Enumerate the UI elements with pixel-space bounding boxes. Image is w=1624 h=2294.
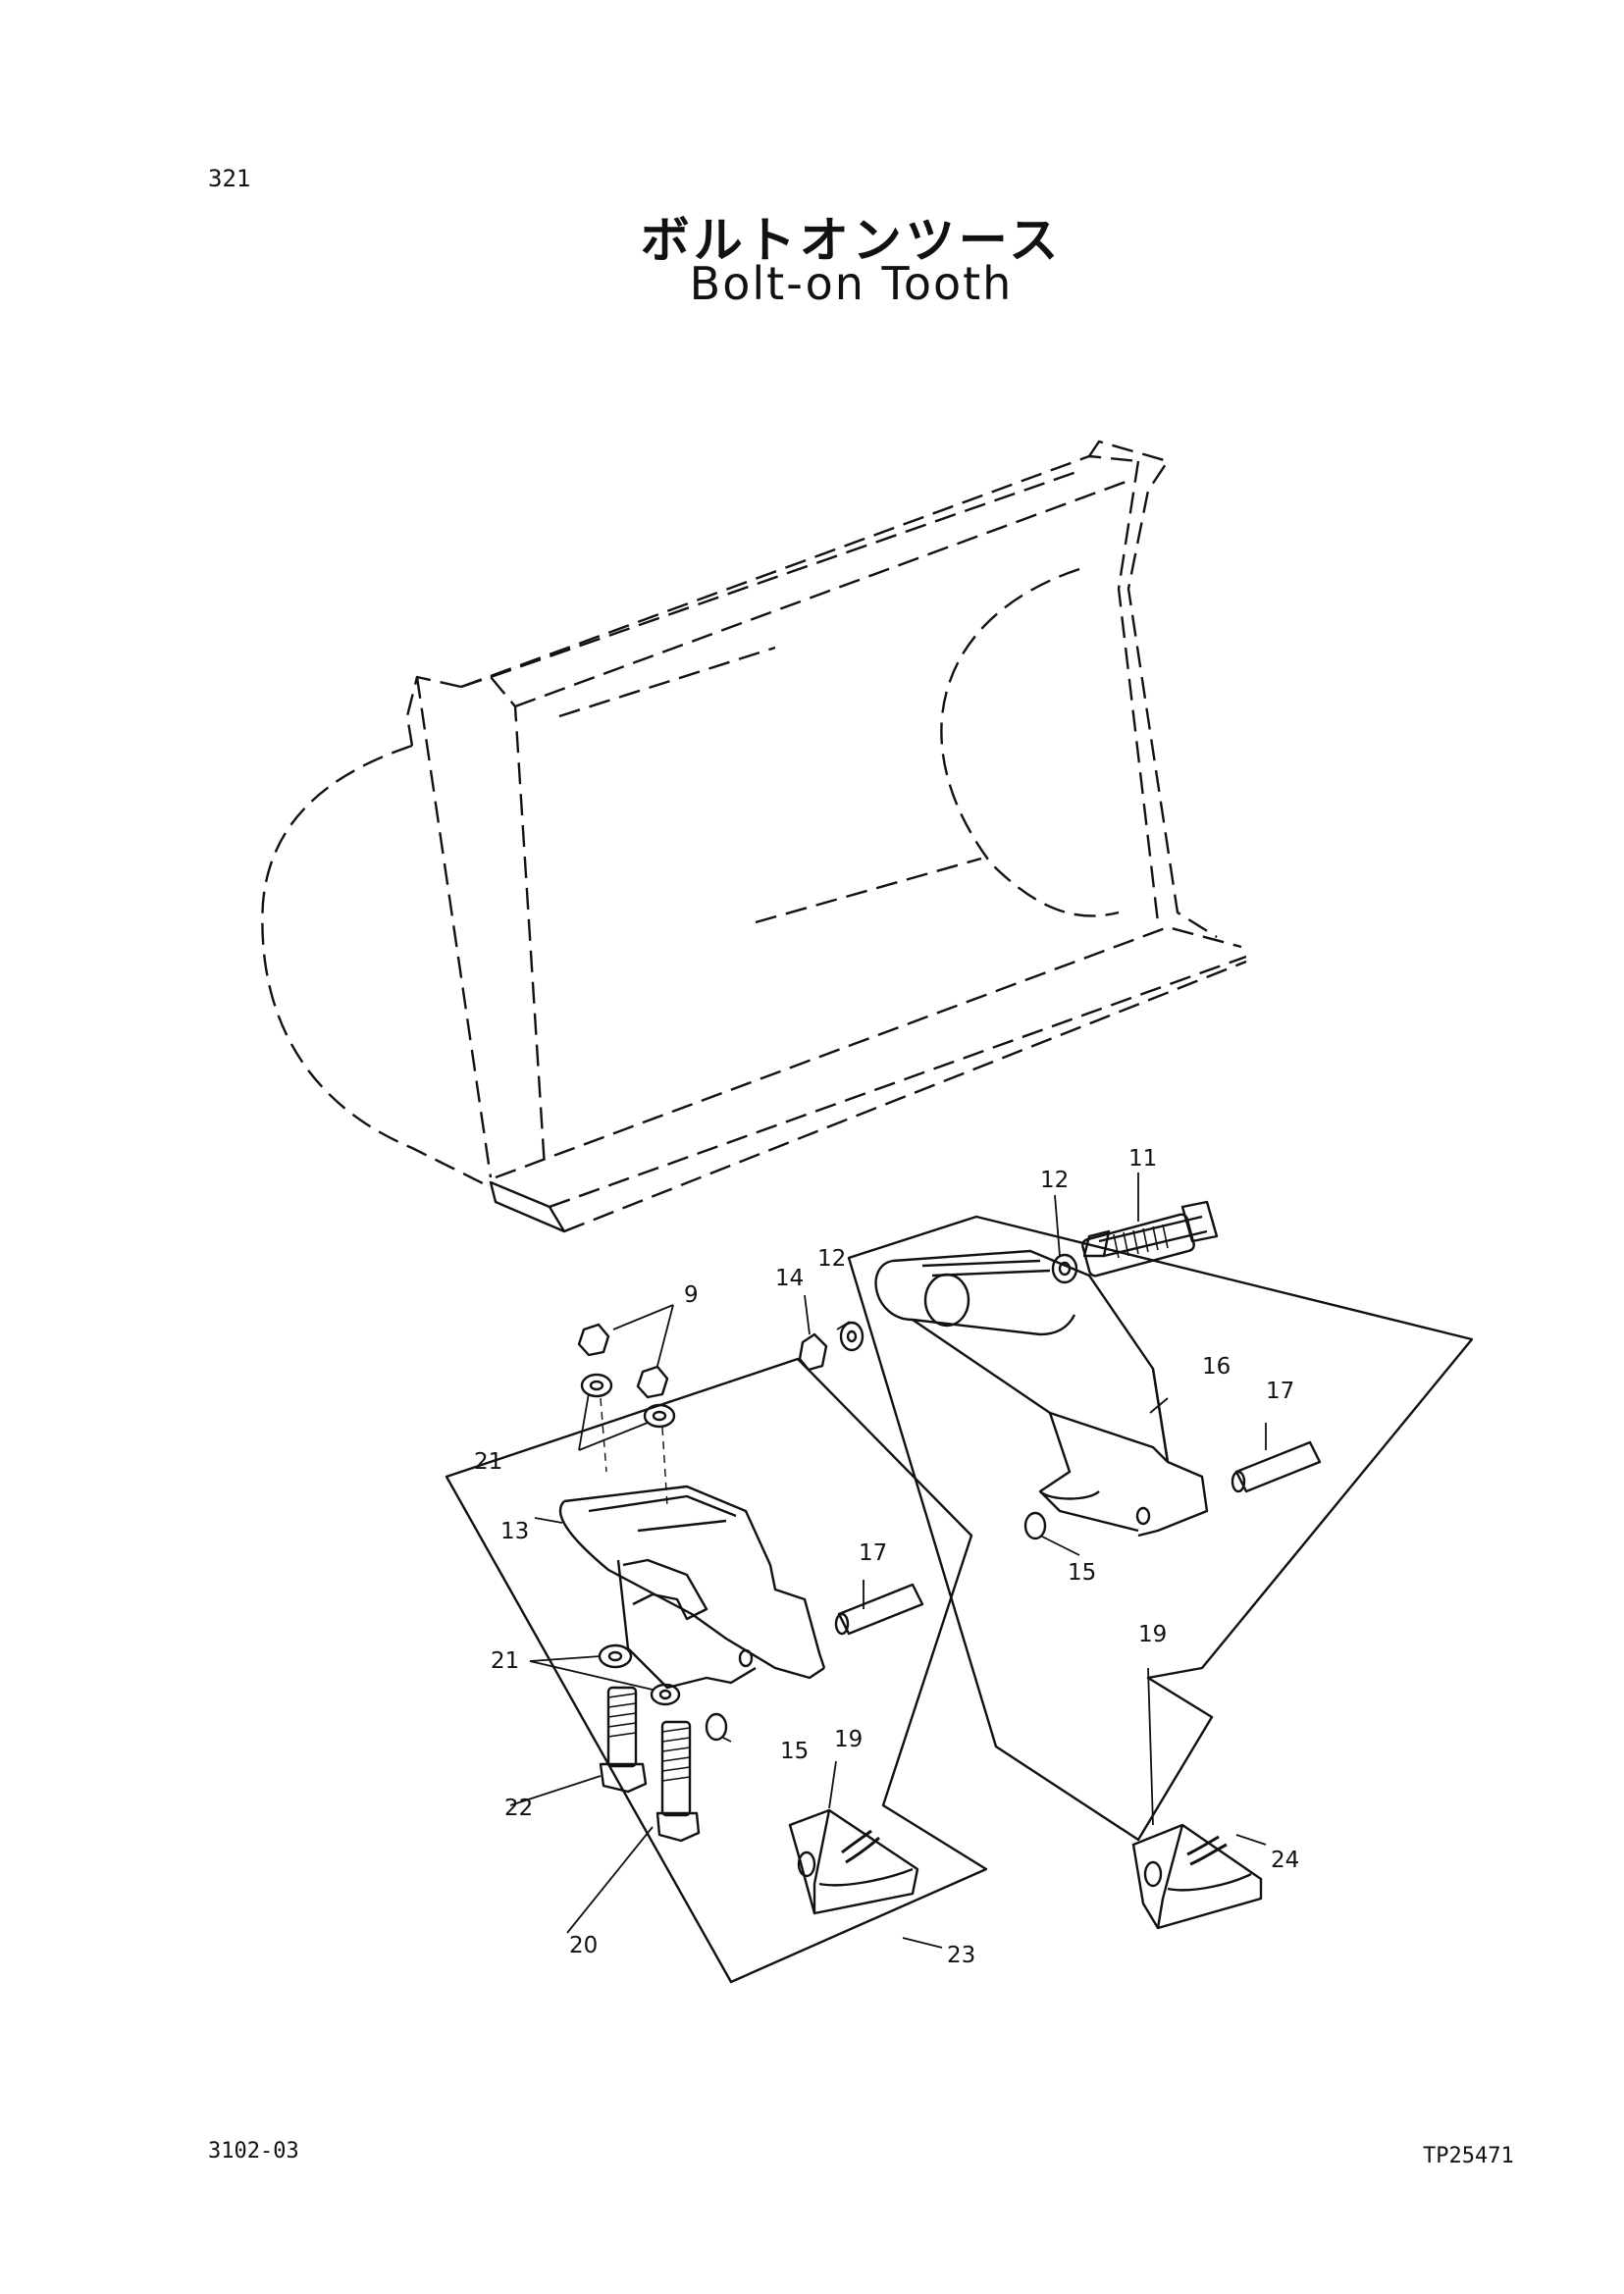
page-number: 321 [208,165,251,192]
washer-21c [598,1643,633,1669]
tooth-assembly-23 [445,1357,988,1984]
title-japanese: ボルトオンツース [640,212,1063,269]
nut-14 [798,1332,828,1372]
pin-17-right [1231,1440,1322,1493]
callout-9: 9 [684,1282,699,1308]
washer-21d [650,1683,681,1706]
washer-21a [580,1373,613,1398]
footer-code-right: TP25471 [1423,2144,1514,2168]
callout-21a: 21 [474,1449,502,1475]
callout-12b: 12 [817,1246,846,1272]
callout-21b: 21 [491,1648,519,1674]
callout-24: 24 [1271,1848,1299,1873]
washer-15-left [705,1712,728,1742]
washer-12a [1051,1253,1078,1284]
callout-19a: 19 [1138,1622,1167,1647]
callout-19b: 19 [834,1727,863,1752]
callout-15a: 15 [1068,1560,1096,1586]
callout-23: 23 [947,1943,975,1968]
callout-22: 22 [504,1796,533,1821]
title-english: Bolt-on Tooth [689,257,1014,310]
footer-code-left: 3102-03 [208,2139,299,2164]
nut-9a [577,1323,610,1357]
washer-12b [839,1321,864,1352]
pin-17-left [834,1583,924,1636]
callout-20: 20 [569,1933,598,1958]
callout-13: 13 [500,1519,529,1544]
callout-12a: 12 [1040,1168,1069,1193]
callout-14: 14 [775,1266,804,1291]
bolt-20 [655,1720,701,1843]
bolt-22 [599,1686,648,1794]
washer-15-right [1023,1511,1047,1540]
callout-11: 11 [1128,1146,1157,1172]
callout-16: 16 [1202,1354,1231,1380]
nut-9b [636,1365,669,1399]
bolt-11 [1081,1200,1219,1277]
washer-21b [643,1403,676,1429]
tooth-assembly-24 [847,1215,1474,1930]
callout-17b: 17 [859,1540,887,1566]
bucket-outline [261,440,1247,1233]
callout-15b: 15 [780,1739,809,1764]
callout-17a: 17 [1266,1379,1294,1404]
